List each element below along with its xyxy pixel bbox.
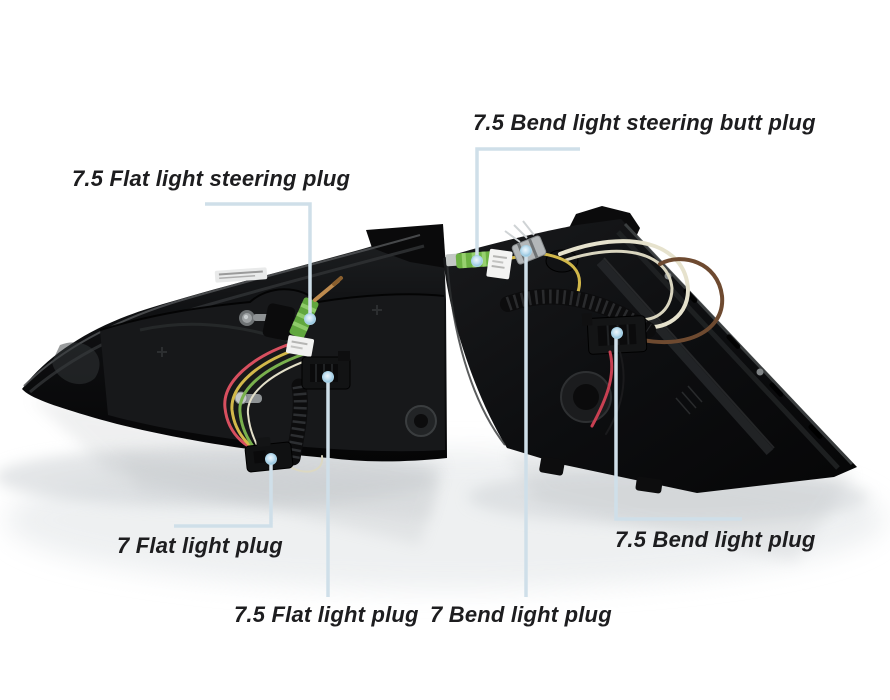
- flat-light-plug-75: [301, 351, 351, 390]
- rim-slots: [683, 288, 823, 439]
- right-taillight-housing: [443, 206, 857, 494]
- marker-dot-bend-steering-butt-plug-75: [471, 255, 483, 267]
- marker-dot-bend-plug-75: [611, 327, 623, 339]
- marker-dot-bend-plug-7: [520, 245, 532, 257]
- callout-bend-light-steering-butt-plug-75: 7.5 Bend light steering butt plug: [473, 110, 816, 135]
- wire-tag: [285, 335, 315, 357]
- molded-text: [675, 385, 703, 415]
- right-taillight-wiring: [445, 220, 725, 435]
- left-taillight-housing: [22, 224, 447, 462]
- callout-bend-light-plug-75: 7.5 Bend light plug: [615, 527, 816, 552]
- round-socket-hole: [414, 414, 428, 428]
- callout-flat-light-steering-plug-75: 7.5 Flat light steering plug: [72, 166, 351, 191]
- leader-flat-steering-plug-75: [205, 202, 312, 318]
- marker-dot-flat-plug-75: [322, 371, 334, 383]
- leader-lines: [174, 147, 742, 597]
- callout-flat-light-plug-75: 7.5 Flat light plug: [234, 602, 419, 627]
- leader-flat-plug-7: [174, 459, 273, 528]
- marker-dot-flat-plug-7: [265, 453, 277, 465]
- cross-screw: [157, 305, 382, 357]
- callout-bend-light-plug-7: 7 Bend light plug: [430, 602, 612, 627]
- wire-tag: [486, 248, 513, 280]
- callout-flat-light-plug-7: 7 Flat light plug: [117, 533, 283, 558]
- marker-dots: [265, 245, 623, 465]
- barcode-sticker: [214, 267, 268, 283]
- leader-bend-steering-butt-plug-75: [475, 147, 580, 260]
- rubber-elbow: [262, 303, 296, 341]
- marker-dot-flat-steering-plug-75: [304, 313, 316, 325]
- leader-bend-plug-75: [614, 333, 742, 521]
